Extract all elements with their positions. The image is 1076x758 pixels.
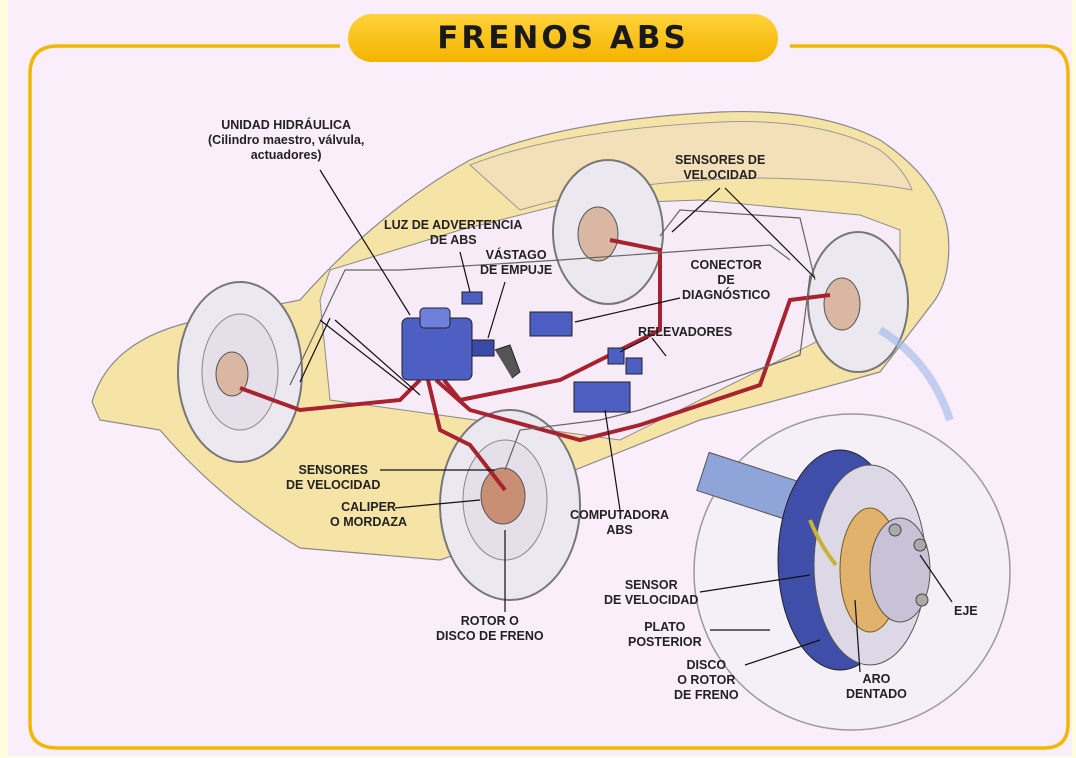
label-line: SENSORES bbox=[286, 463, 380, 478]
title-banner: FRENOS ABS bbox=[348, 14, 778, 62]
label-line: DISCO bbox=[674, 658, 739, 673]
page-title: FRENOS ABS bbox=[437, 20, 689, 56]
label-line: DISCO DE FRENO bbox=[436, 629, 544, 644]
label-line: EJE bbox=[954, 604, 978, 619]
label-line: RELEVADORES bbox=[638, 325, 732, 340]
label-line: actuadores) bbox=[208, 148, 364, 163]
label-line: (Cilindro maestro, válvula, bbox=[208, 133, 364, 148]
label-speed-sensors-top: SENSORES DE VELOCIDAD bbox=[675, 153, 765, 183]
label-line: DE VELOCIDAD bbox=[604, 593, 698, 608]
label-line: VELOCIDAD bbox=[675, 168, 765, 183]
label-line: DE bbox=[682, 273, 770, 288]
label-line: DE ABS bbox=[384, 233, 522, 248]
label-line: DE EMPUJE bbox=[480, 263, 552, 278]
label-line: DIAGNÓSTICO bbox=[682, 288, 770, 303]
label-line: POSTERIOR bbox=[628, 635, 702, 650]
label-disc: DISCO O ROTOR DE FRENO bbox=[674, 658, 739, 703]
label-line: UNIDAD HIDRÁULICA bbox=[208, 118, 364, 133]
label-line: CALIPER bbox=[330, 500, 407, 515]
wheel-rear-right bbox=[808, 232, 908, 372]
label-line: SENSOR bbox=[604, 578, 698, 593]
label-backing-plate: PLATO POSTERIOR bbox=[628, 620, 702, 650]
label-tone-ring: ARO DENTADO bbox=[846, 672, 907, 702]
label-line: CONECTOR bbox=[682, 258, 770, 273]
label-axle: EJE bbox=[954, 604, 978, 619]
diagnostic-connector bbox=[530, 312, 572, 336]
label-abs-computer: COMPUTADORA ABS bbox=[570, 508, 669, 538]
wheel-rear-left bbox=[553, 160, 663, 304]
label-line: ARO bbox=[846, 672, 907, 687]
label-line: DE FRENO bbox=[674, 688, 739, 703]
label-diagnostic-connector: CONECTOR DE DIAGNÓSTICO bbox=[682, 258, 770, 303]
wheel-front-left bbox=[178, 282, 302, 462]
label-caliper: CALIPER O MORDAZA bbox=[330, 500, 407, 530]
label-rotor: ROTOR O DISCO DE FRENO bbox=[436, 614, 544, 644]
label-line: SENSORES DE bbox=[675, 153, 765, 168]
label-line: O ROTOR bbox=[674, 673, 739, 688]
label-speed-sensors-left: SENSORES DE VELOCIDAD bbox=[286, 463, 380, 493]
label-hydraulic-unit: UNIDAD HIDRÁULICA (Cilindro maestro, vál… bbox=[208, 118, 364, 163]
label-push-rod: VÁSTAGO DE EMPUJE bbox=[480, 248, 552, 278]
label-line: PLATO bbox=[628, 620, 702, 635]
abs-warning-light bbox=[462, 292, 482, 304]
label-line: ROTOR O bbox=[436, 614, 544, 629]
abs-computer bbox=[574, 382, 630, 412]
label-line: VÁSTAGO bbox=[480, 248, 552, 263]
label-relays: RELEVADORES bbox=[638, 325, 732, 340]
label-line: COMPUTADORA bbox=[570, 508, 669, 523]
label-line: DENTADO bbox=[846, 687, 907, 702]
label-line: O MORDAZA bbox=[330, 515, 407, 530]
label-warning-light: LUZ DE ADVERTENCIA DE ABS bbox=[384, 218, 522, 248]
label-speed-sensor-detail: SENSOR DE VELOCIDAD bbox=[604, 578, 698, 608]
label-line: ABS bbox=[570, 523, 669, 538]
label-line: LUZ DE ADVERTENCIA bbox=[384, 218, 522, 233]
label-line: DE VELOCIDAD bbox=[286, 478, 380, 493]
